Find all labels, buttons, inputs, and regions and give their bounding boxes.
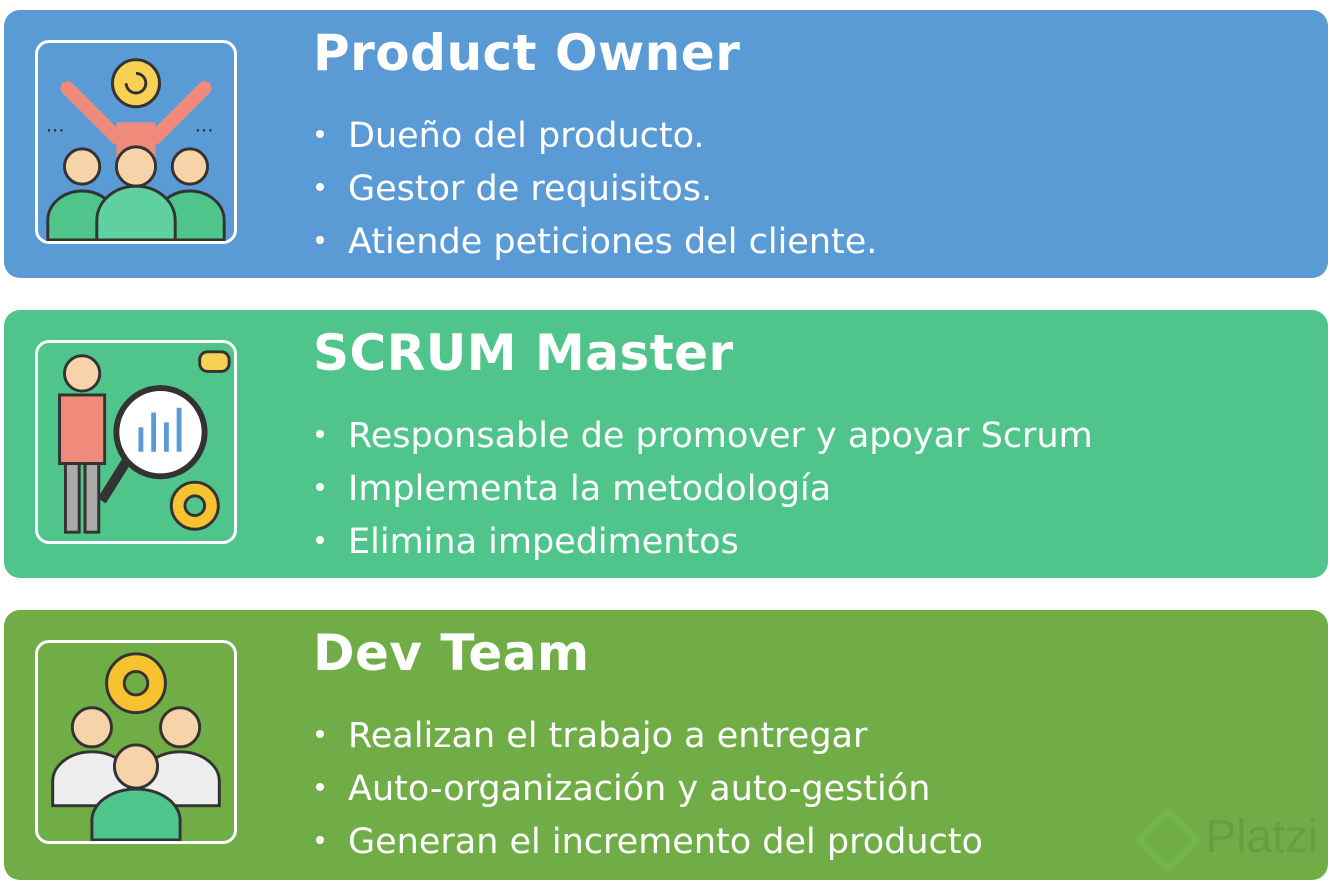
bullet-item: Atiende peticiones del cliente.: [313, 216, 877, 269]
platzi-watermark: Platzi: [1133, 806, 1318, 874]
role-bullets: Dueño del producto. Gestor de requisitos…: [313, 110, 877, 269]
product-owner-icon: ··· ···: [35, 40, 237, 244]
role-title: SCRUM Master: [313, 324, 734, 382]
bullet-item: Responsable de promover y apoyar Scrum: [313, 410, 1093, 463]
scrum-master-icon: [35, 340, 237, 544]
svg-text:···: ···: [46, 119, 65, 142]
bullet-item: Elimina impedimentos: [313, 516, 1093, 569]
role-card-scrum-master: SCRUM Master Responsable de promover y a…: [4, 310, 1328, 578]
role-card-dev-team: Dev Team Realizan el trabajo a entregar …: [4, 610, 1328, 880]
svg-text:···: ···: [195, 119, 214, 142]
bullet-item: Implementa la metodología: [313, 463, 1093, 516]
bullet-item: Auto-organización y auto-gestión: [313, 763, 983, 816]
role-title: Product Owner: [313, 24, 741, 82]
role-card-product-owner: ··· ··· Product Owner Dueño del producto.…: [4, 10, 1328, 278]
platzi-logo-icon: [1133, 806, 1202, 874]
role-bullets: Responsable de promover y apoyar Scrum I…: [313, 410, 1093, 569]
bullet-item: Gestor de requisitos.: [313, 163, 877, 216]
bullet-item: Generan el incremento del producto: [313, 816, 983, 869]
role-title: Dev Team: [313, 624, 590, 682]
bullet-item: Realizan el trabajo a entregar: [313, 710, 983, 763]
bullet-item: Dueño del producto.: [313, 110, 877, 163]
role-bullets: Realizan el trabajo a entregar Auto-orga…: [313, 710, 983, 869]
dev-team-icon: [35, 640, 237, 844]
